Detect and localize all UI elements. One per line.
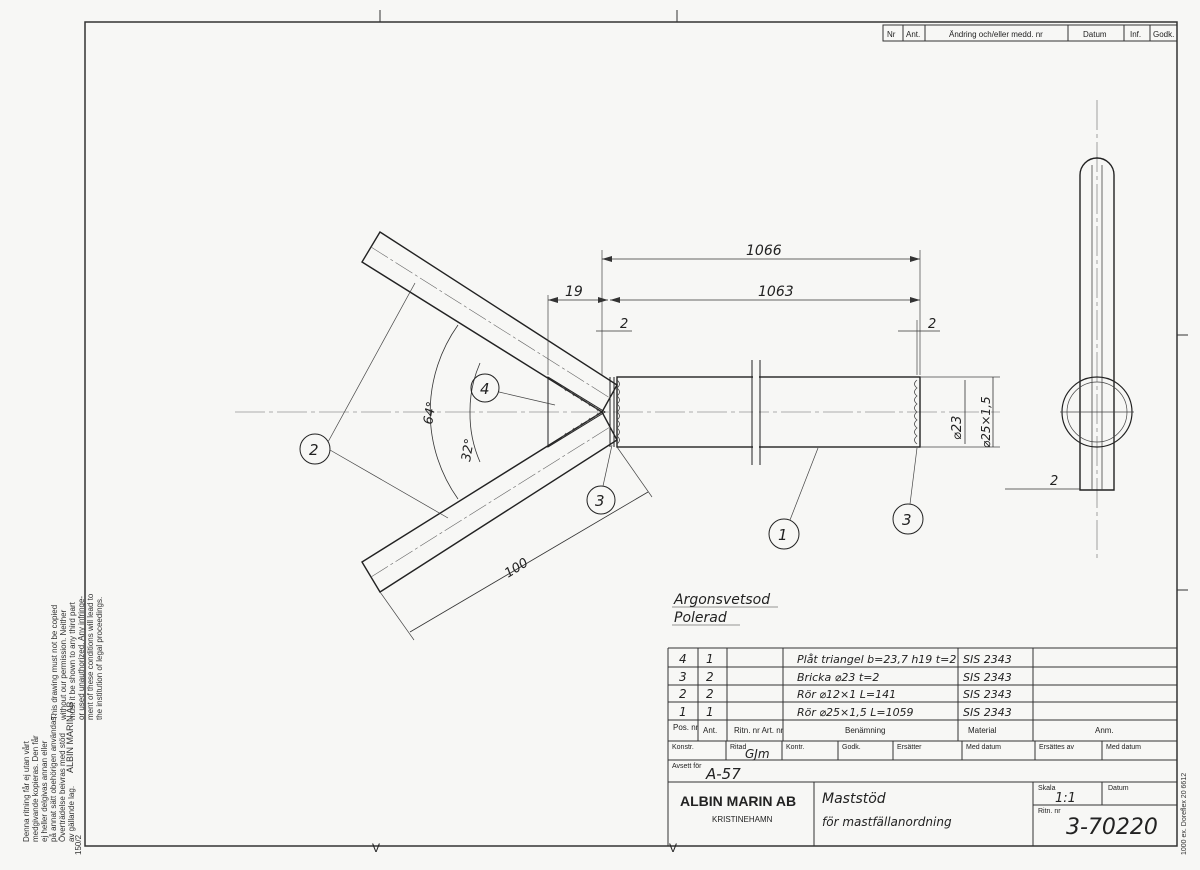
row3-pos: 3	[679, 670, 687, 684]
copy-notice-english: This drawing must not be copied without …	[50, 593, 104, 720]
dim-1063: 1063	[610, 284, 920, 303]
svg-text:2: 2	[309, 441, 319, 459]
side-dim-2-text: 2	[1050, 474, 1058, 489]
rev-nr-label: Nr	[887, 30, 896, 39]
tb-ritad-sign: GJm	[745, 747, 770, 761]
tb-avsett-label: Avsett för	[672, 763, 702, 770]
hdr-ant: Ant.	[703, 726, 717, 735]
dim-2-left-text: 2	[620, 317, 628, 332]
drawing-title-1: Maststöd	[822, 791, 886, 807]
svg-text:3: 3	[595, 492, 605, 510]
tb-datum-label: Datum	[1108, 785, 1129, 792]
row3-ant: 2	[706, 670, 714, 684]
angle-32-text: 32°	[459, 437, 478, 462]
frame-mark-v: V	[669, 841, 677, 855]
triangle-plate	[547, 376, 606, 448]
hdr-pos: Pos. nr	[673, 723, 699, 732]
row4-pos: 4	[679, 652, 687, 666]
tb-ritn-label: Ritn. nr	[1038, 808, 1061, 815]
dim-100-text: 100	[502, 556, 531, 582]
row3-material: SIS 2343	[963, 671, 1012, 684]
tb-ersatter: Ersätter	[897, 744, 922, 751]
hdr-anm: Anm.	[1095, 726, 1114, 735]
drawing-title-2: för mastfällanordning	[822, 815, 952, 829]
balloon-4: 4	[470, 373, 556, 406]
frame-mark-v: V	[372, 841, 380, 855]
row4-ant: 1	[706, 652, 714, 666]
hdr-material: Material	[968, 726, 997, 735]
rev-datum-label: Datum	[1083, 30, 1107, 39]
tb-ersattes-av: Ersättes av	[1039, 744, 1075, 751]
hdr-benamning: Benämning	[845, 726, 885, 735]
dim-d25-text: ⌀25×1,5	[979, 396, 993, 448]
dim-19-text: 19	[565, 284, 583, 300]
balloon-3-right: 3	[892, 447, 924, 535]
dim-1066: 1066	[601, 243, 921, 375]
row2-ant: 2	[706, 687, 714, 701]
sheet-code: 150/2	[74, 834, 83, 855]
row2-material: SIS 2343	[963, 688, 1012, 701]
tb-med-datum-2: Med datum	[1106, 744, 1141, 751]
tb-ritad: Ritad	[730, 744, 746, 751]
dim-diameters: ⌀23 ⌀25×1,5	[920, 376, 1000, 448]
company-name: ALBIN MARIN AB	[680, 793, 796, 809]
dim-2-right-text: 2	[928, 317, 936, 332]
side-view: 2	[1005, 100, 1134, 560]
dim-1063-text: 1063	[758, 284, 794, 300]
dim-2-right: 2	[898, 317, 940, 375]
print-info: 1000 ex. Doreflex 20 6612	[1181, 772, 1188, 855]
angled-tube-lower	[361, 411, 618, 593]
rev-ant-label: Ant.	[906, 30, 920, 39]
parts-list: 4 1 Plåt triangel b=23,7 h19 t=2 SIS 234…	[667, 647, 1177, 846]
tb-avsett-for: A-57	[705, 765, 741, 783]
dim-2-left: 2	[596, 317, 632, 332]
note-polerad: Polerad	[674, 610, 727, 626]
svg-text:1: 1	[778, 526, 788, 544]
tb-med-datum: Med datum	[966, 744, 1001, 751]
svg-text:3: 3	[902, 511, 912, 529]
drawing-number: 3-70220	[1066, 815, 1158, 840]
row1-name: Rör ⌀25×1,5 L=1059	[797, 706, 914, 719]
rev-godk-label: Godk.	[1153, 30, 1174, 39]
revision-table: Nr Ant. Ändring och/eller medd. nr Datum…	[882, 24, 1178, 42]
rev-inf-label: Inf.	[1130, 30, 1141, 39]
balloon-2: 2	[299, 282, 449, 519]
hdr-ritn: Ritn. nr Art. nr	[734, 726, 784, 735]
row4-name: Plåt triangel b=23,7 h19 t=2	[797, 653, 956, 666]
tb-godk: Godk.	[842, 744, 861, 751]
dim-100: 100	[379, 446, 653, 641]
tb-skala-label: Skala	[1038, 785, 1056, 792]
main-tube	[609, 360, 921, 465]
company-vertical: ALBIN MARIN AB	[65, 701, 75, 773]
row1-ant: 1	[706, 705, 714, 719]
angle-64-text: 64°	[421, 400, 440, 425]
row2-pos: 2	[679, 687, 687, 701]
dim-1066-text: 1066	[746, 243, 782, 259]
row4-material: SIS 2343	[963, 653, 1012, 666]
tb-skala: 1:1	[1055, 791, 1076, 806]
tb-konstr: Konstr.	[672, 744, 694, 751]
svg-text:4: 4	[480, 380, 490, 398]
title-block: Konstr. Ritad GJm Kontr. Godk. Ersätter …	[668, 741, 1177, 846]
rev-change-label: Ändring och/eller medd. nr	[949, 30, 1043, 39]
row1-material: SIS 2343	[963, 706, 1012, 719]
drawing-frame	[84, 21, 1178, 847]
dim-19: 19	[547, 284, 608, 375]
row1-pos: 1	[679, 705, 687, 719]
tb-kontr: Kontr.	[786, 744, 804, 751]
dim-d23-text: ⌀23	[950, 416, 965, 440]
row3-name: Bricka ⌀23 t=2	[797, 671, 879, 684]
balloon-3-left: 3	[586, 444, 616, 515]
row2-name: Rör ⌀12×1 L=141	[797, 688, 896, 701]
balloon-1: 1	[768, 447, 819, 550]
company-city: KRISTINEHAMN	[712, 815, 773, 824]
angle-dims: 64° 32°	[421, 324, 481, 500]
note-argonsvetsod: Argonsvetsod	[673, 592, 770, 608]
